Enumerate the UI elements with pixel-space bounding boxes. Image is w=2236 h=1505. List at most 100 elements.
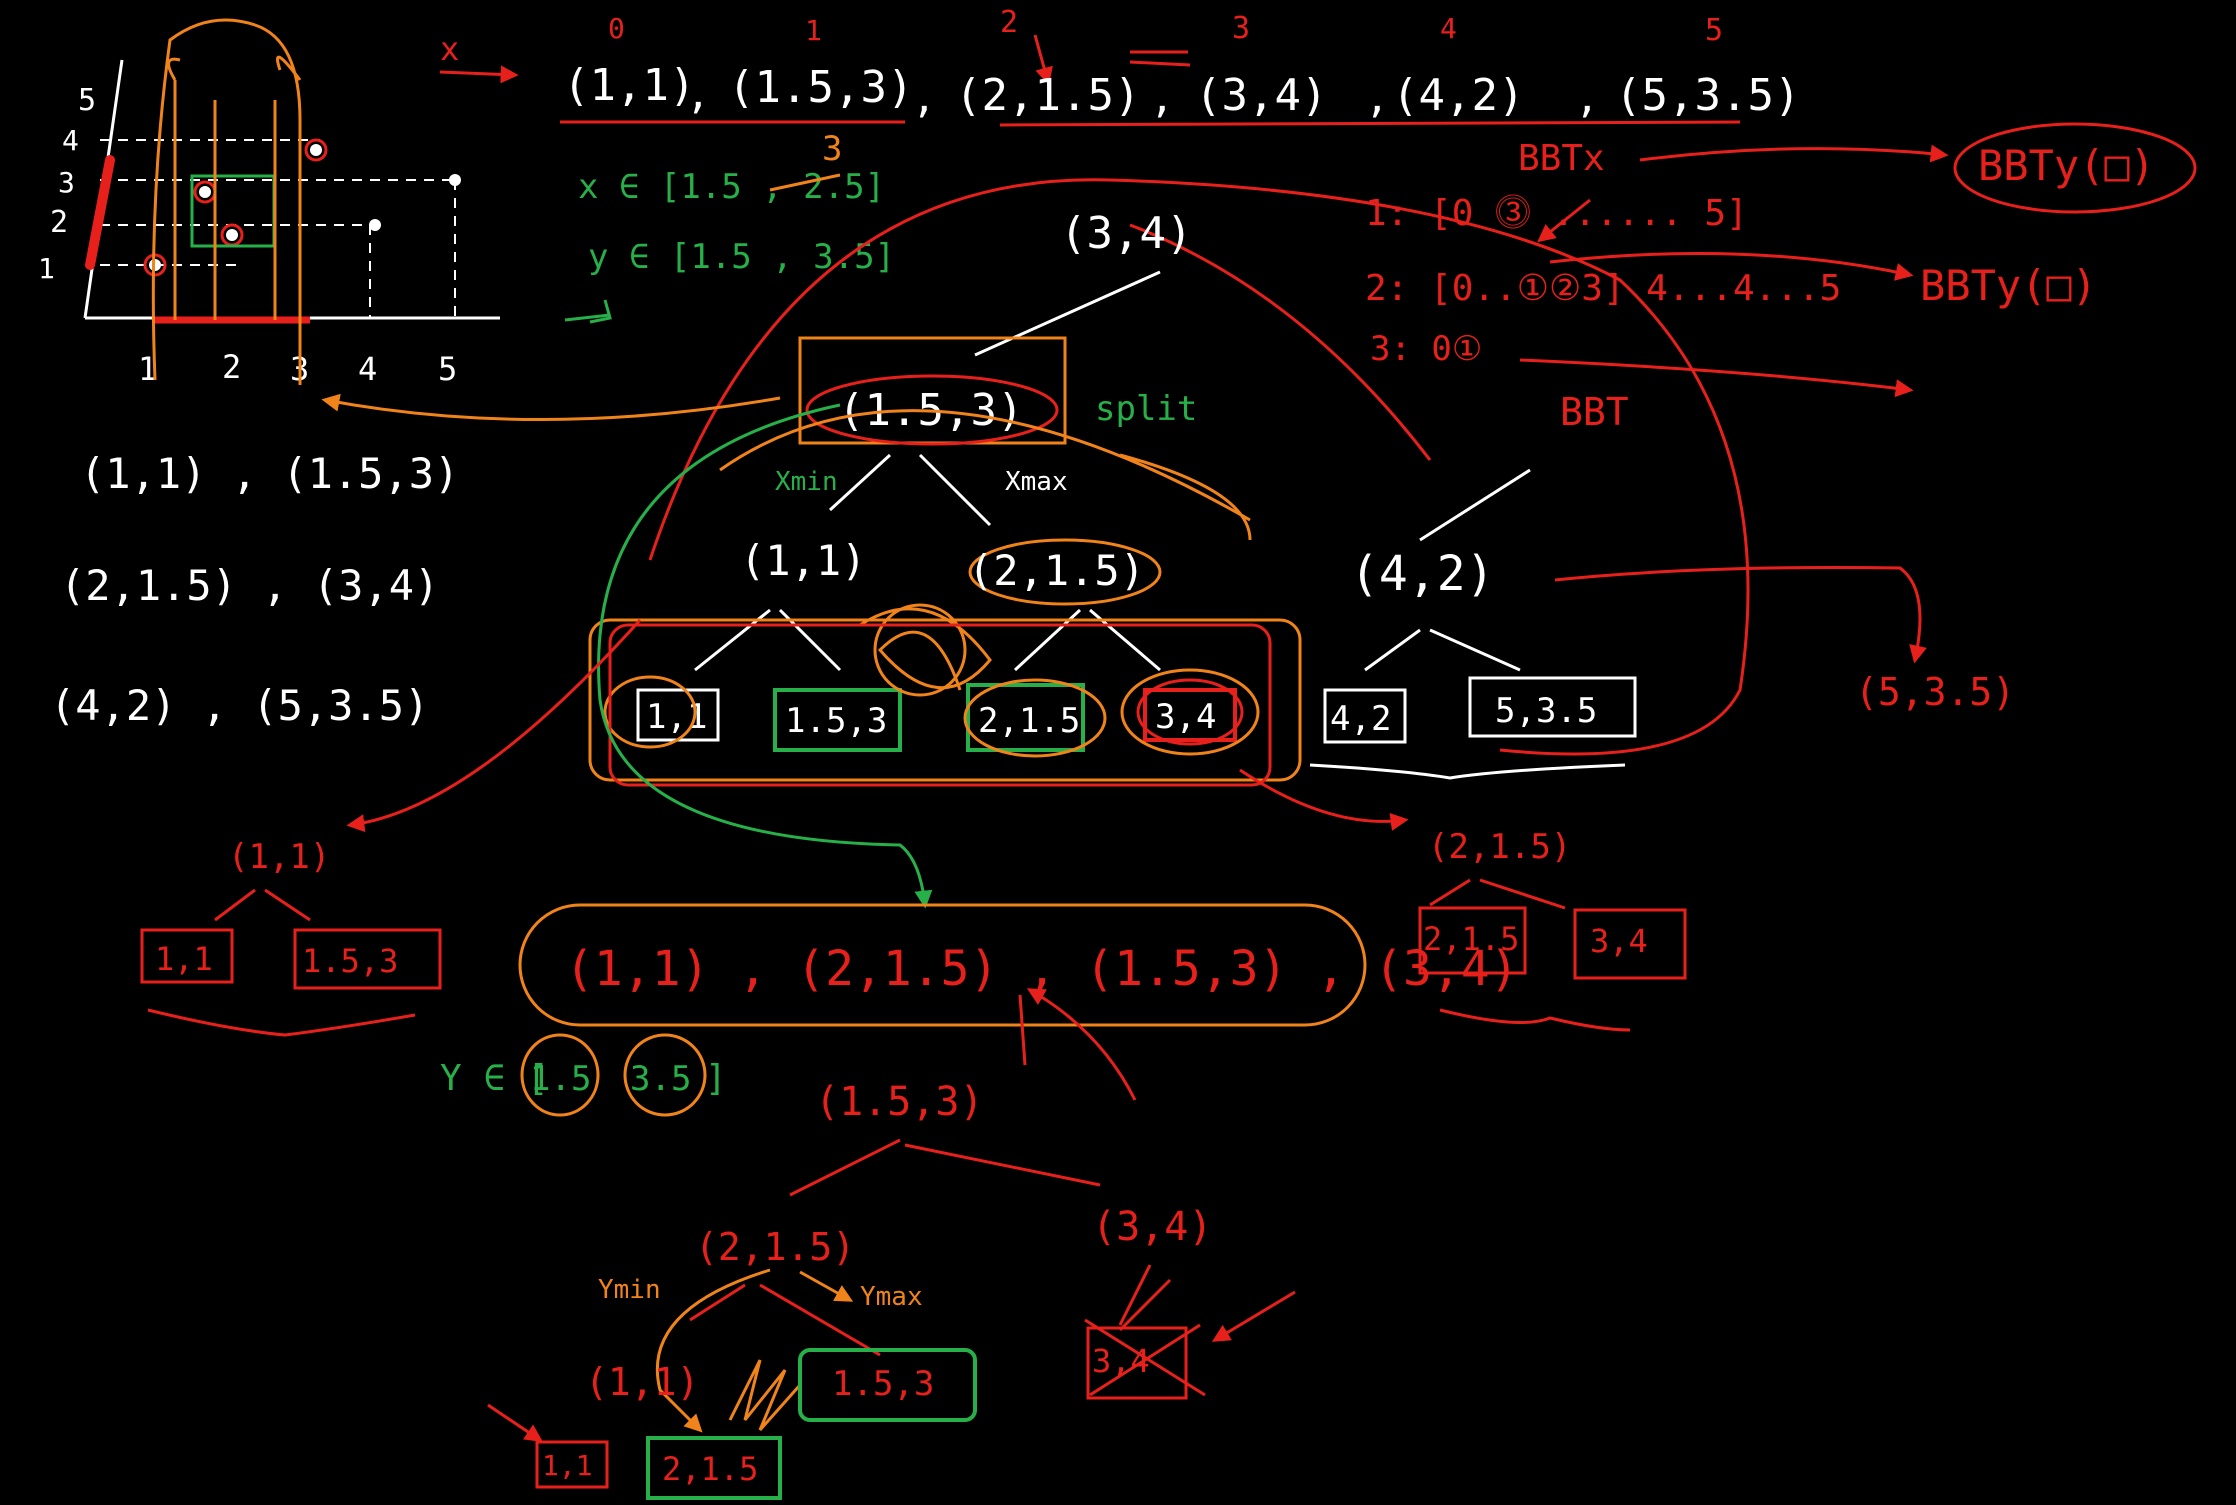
leaf-label: 1,1	[646, 697, 707, 737]
index-label: 2	[1000, 5, 1018, 40]
leaf-label: 1,1	[542, 1449, 593, 1482]
leaf-brace	[1439, 1008, 1631, 1032]
data-point	[199, 186, 211, 198]
leaf-box	[1143, 688, 1237, 742]
leaf-label: 2,1.5	[978, 701, 1080, 741]
leaf-box	[798, 1348, 977, 1422]
scatter-plot: 5 4 3 2 1 1 2 3 4 5	[38, 18, 500, 388]
left-subtree: (1,1) 1,1 1.5,3	[140, 837, 442, 1037]
index-label: 5	[1705, 13, 1723, 48]
tree-node: (2,1.5)	[695, 1225, 855, 1269]
y-tick-label: 2	[50, 205, 68, 240]
point-label: (1,1)	[563, 60, 695, 111]
scribble	[728, 1359, 802, 1431]
main-tree: (3,4) (1.5,3) split Xmin Xmax (1,1) (2,1…	[321, 208, 2015, 909]
x-tick-label: 2	[222, 348, 241, 386]
point-separator: ,	[1575, 76, 1599, 122]
xmin-label: Xmin	[775, 467, 838, 497]
xmax-label: Xmax	[1005, 467, 1068, 497]
leaf-box	[140, 928, 234, 984]
pair-row: (2,1.5) , (3,4)	[60, 561, 439, 610]
leaf-label: 4,2	[1330, 699, 1391, 739]
y-query-value: 3.5	[630, 1059, 691, 1099]
tree-node: (2,1.5)	[1428, 827, 1571, 867]
leaf-box	[1086, 1326, 1188, 1400]
leaf-label: 2,1.5	[662, 1450, 758, 1488]
x-tick-label: 1	[138, 350, 157, 388]
y-query-value: 1.5	[530, 1059, 591, 1099]
leaf-box	[966, 683, 1085, 752]
index-label: 3	[1232, 11, 1250, 46]
tree-edge	[214, 888, 311, 922]
point-label: (4,2)	[1392, 70, 1524, 121]
leaf-box	[1468, 676, 1637, 738]
tree-node: (1,1)	[585, 1360, 699, 1404]
tree-node: (3,4)	[1092, 1204, 1212, 1250]
y-query: Y ∈ [ 1.5 3.5 ]	[440, 1033, 727, 1117]
bbt-arrow	[1549, 252, 1914, 281]
tree-edge	[828, 453, 892, 512]
leaf-label: 1.5,3	[832, 1364, 934, 1404]
merged-tick	[1018, 994, 1027, 1066]
y-tick-label: 4	[62, 124, 79, 157]
bbt-arrow	[1519, 358, 1914, 398]
y-query-suffix: ]	[705, 1058, 727, 1099]
tree-node: (1.5,3)	[815, 1079, 984, 1125]
orange-slabs	[151, 18, 302, 385]
bbt-row: 2: [0..①②3] 4...4...5	[1365, 268, 1841, 309]
x-range-strike	[769, 173, 841, 192]
tree-node-oval	[805, 374, 1059, 446]
x-tick-label: 5	[438, 350, 457, 388]
bbt-y-label: BBTy(□)	[1978, 141, 2155, 190]
pair-row: (4,2) , (5,3.5)	[50, 681, 429, 730]
data-point	[310, 144, 322, 156]
leaf-box	[1573, 908, 1687, 980]
data-point	[449, 174, 461, 186]
y-tick-label: 1	[38, 252, 55, 285]
ymin-label: Ymin	[598, 1275, 661, 1305]
point-separator: ,	[1365, 76, 1389, 122]
point-separator: ,	[912, 76, 936, 122]
leaf-label: 3,4	[1155, 697, 1216, 737]
leaf-box	[1418, 906, 1527, 975]
leaf-box	[1323, 688, 1407, 744]
orange-annotations	[588, 409, 1302, 782]
leaf-brace	[1309, 763, 1626, 780]
index-label-extra: 3	[822, 129, 842, 169]
bbt-title: BBTx	[1518, 138, 1605, 179]
leaf-label: 2,1.5	[1423, 920, 1519, 958]
tree-edge	[1429, 628, 1521, 672]
x-marker: x	[440, 30, 459, 68]
leaf-label: 1.5,3	[302, 942, 398, 980]
x-marker-arrow	[439, 65, 519, 84]
merged-list-text: (1,1) , (2,1.5) , (1.5,3) , (3,4)	[565, 941, 1519, 997]
red-left-arrow	[346, 618, 642, 833]
bbt-y-oval	[1953, 122, 2197, 214]
pair-row: (1,1) , (1.5,3)	[80, 449, 459, 498]
y-query-oval	[520, 1033, 600, 1117]
tree-node: (4,2)	[1350, 546, 1495, 602]
leaf-box	[535, 1440, 609, 1489]
y-tick-label: 3	[58, 166, 75, 199]
tree-node: (1,1)	[228, 837, 330, 877]
leaf-box	[773, 688, 902, 752]
index-label: 4	[1440, 12, 1457, 45]
right-leaf-arrow	[1554, 566, 1927, 664]
tree-edge	[789, 1138, 1101, 1197]
leaf-label: 3,4	[1590, 922, 1648, 960]
leaf-brace	[147, 1008, 416, 1037]
data-point	[226, 229, 238, 241]
tree-edge	[689, 1264, 1152, 1357]
swap-arrow	[1129, 50, 1191, 67]
pairs-list: (1,1) , (1.5,3) (2,1.5) , (3,4) (4,2) , …	[50, 449, 459, 730]
ymin-arrow	[655, 1268, 771, 1433]
bbt-arrow	[1639, 144, 1949, 163]
y-query-oval	[623, 1033, 707, 1117]
swap-arrow	[1033, 34, 1053, 86]
y-range: y ∈ [1.5 , 3.5]	[588, 237, 895, 277]
tree-node-oval	[968, 538, 1162, 606]
leaf-box	[293, 928, 442, 990]
bbt-row: 3: 0①	[1370, 329, 1482, 369]
point-label: (3,4)	[1195, 70, 1327, 121]
